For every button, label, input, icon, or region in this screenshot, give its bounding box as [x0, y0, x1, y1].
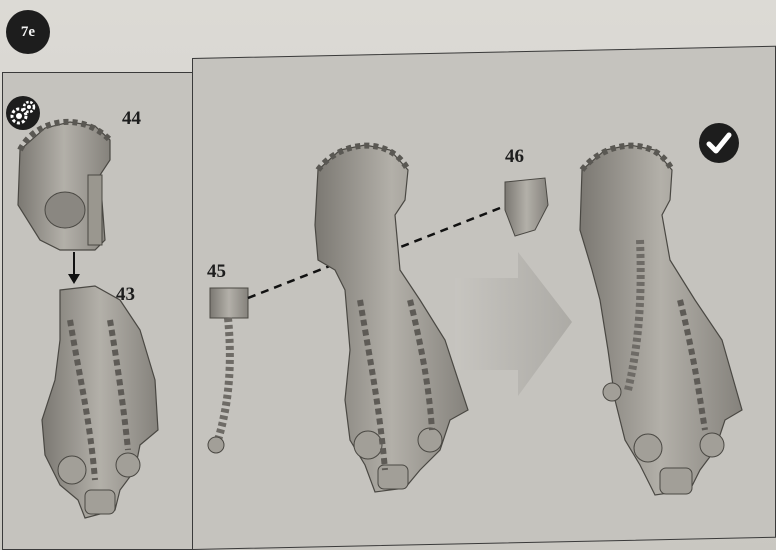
chain-part-45	[208, 288, 248, 453]
assembly-guide-line-46	[398, 208, 500, 248]
assembly-guide-line-45	[248, 262, 340, 298]
ear-part-46	[505, 178, 548, 236]
arrow-right-icon	[455, 252, 572, 396]
model-completed	[580, 145, 742, 495]
body-part-43	[42, 286, 158, 518]
head-part-44	[18, 122, 110, 250]
model-in-progress	[315, 145, 468, 492]
arrow-down-icon	[68, 252, 80, 284]
